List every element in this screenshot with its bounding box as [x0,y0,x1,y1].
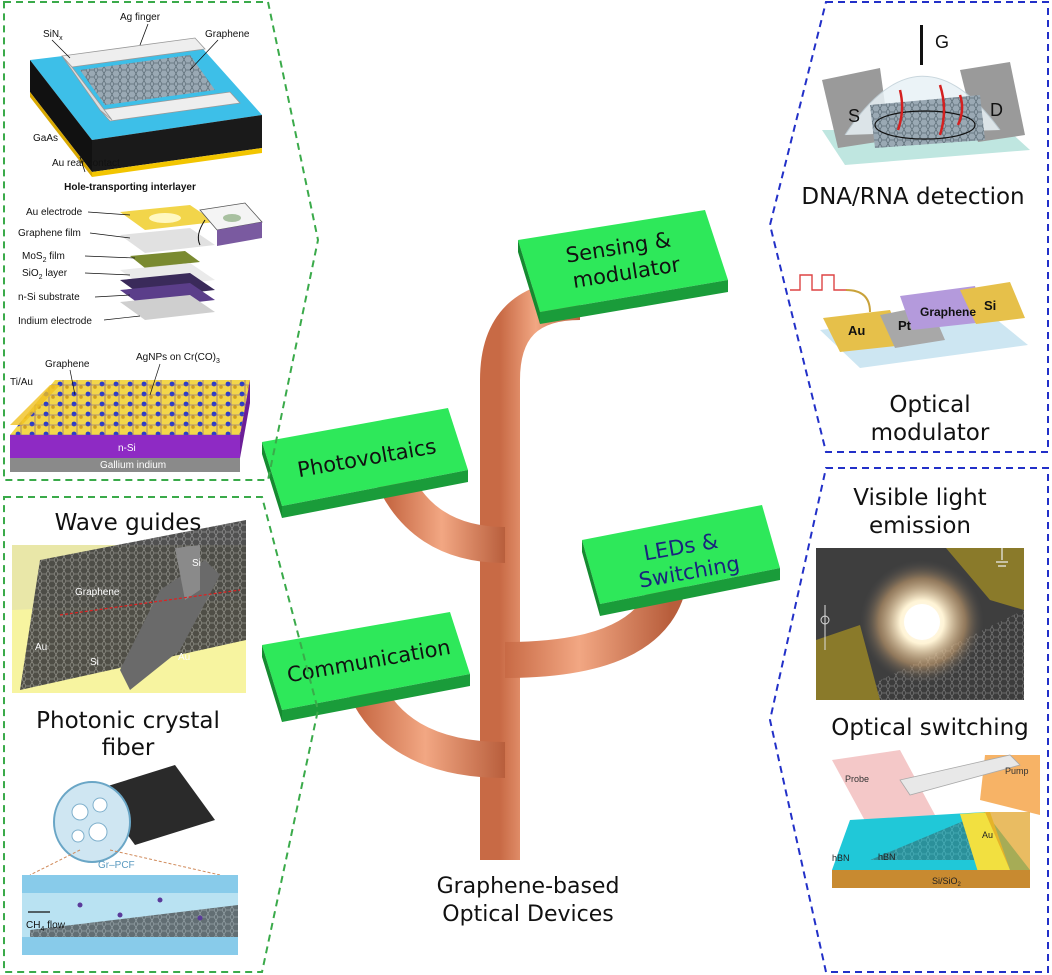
pcf-title-line1: Photonic crystal [36,708,220,734]
label-graphene-top: Graphene [205,29,250,40]
board-communication: Communication [262,612,470,722]
hole-title: Hole-transporting interlayer [64,182,196,193]
pcf-image [22,765,238,955]
switching-image [832,750,1040,888]
label-probe: Probe [845,774,869,784]
board-photovoltaics: Photovoltaics [262,408,468,518]
label-ag-finger: Ag finger [120,12,161,23]
label-source: S [848,106,860,126]
dna-title: DNA/RNA detection [801,184,1024,210]
label-au-electrode: Au electrode [26,207,83,218]
label-au-switch: Au [982,830,993,840]
light-emission-image [816,548,1024,700]
label-graphene-film: Graphene film [18,228,81,239]
wg-label-au-left: Au [35,642,47,653]
solar-cell-diagram [30,37,262,177]
modulator-image [790,274,1028,368]
stack-diagram [120,202,263,320]
label-mos2: MoS2 film [22,251,65,264]
label-sinx: SiNx [43,29,63,42]
label-pump: Pump [1005,766,1029,776]
wave-guides-title: Wave guides [55,510,202,536]
pcf-title-line2: fiber [102,735,155,761]
label-drain: D [990,100,1003,120]
label-ch4-flow: CH4 flow [26,920,66,933]
board-sensing: Sensing & modulator [518,210,728,324]
label-gate: G [935,32,949,52]
label-gr-pcf: Gr–PCF [98,860,135,871]
visible-light-line2: emission [869,513,971,539]
label-au-rear: Au rear contact [52,158,120,169]
optical-modulator-line2: modulator [871,420,990,446]
waveguide-image [12,520,246,693]
label-sio2: SiO2 layer [22,268,68,281]
label-gaas: GaAs [33,133,58,144]
label-substrate: Si/SiO2 [932,876,962,888]
mod-label-si: Si [984,298,996,313]
optical-modulator-line1: Optical [889,392,970,418]
panel-sensing: G S D DNA/RNA detection Au Pt Graphene S… [768,0,1049,453]
label-tiau: Ti/Au [10,377,33,388]
panel-leds: Visible light emission Optical switching… [768,467,1049,973]
label-gallium: Gallium indium [100,460,166,471]
wg-label-graphene: Graphene [75,587,120,598]
mod-label-au: Au [848,323,865,338]
wg-label-au-right: Au [178,652,190,663]
label-hbn-left: hBN [832,853,850,863]
panel-communication: Wave guides Si Graphene Au Si Au Photoni… [3,496,320,973]
label-nsi: n-Si [118,443,136,454]
panel-photovoltaics: SiNx Ag finger Graphene GaAs Au rear con… [3,1,320,481]
label-nsi-substrate: n-Si substrate [18,292,80,303]
main-title-line2: Optical Devices [442,902,613,927]
label-indium-electrode: Indium electrode [18,316,92,327]
mod-label-pt: Pt [898,318,912,333]
main-title-line1: Graphene-based [437,874,620,899]
label-agnps: AgNPs on Cr(CO)3 [136,352,220,365]
dna-sensor-image [822,25,1030,165]
wg-label-si-lower: Si [90,657,99,668]
optical-switching-title: Optical switching [831,715,1029,741]
agnp-diagram [10,380,250,472]
wg-label-si-top: Si [192,558,201,569]
mod-label-graphene: Graphene [920,305,976,319]
label-hbn-mid: hBN [878,852,896,862]
board-leds: LEDs & Switching [582,505,780,616]
label-graphene-agnp: Graphene [45,359,90,370]
visible-light-line1: Visible light [853,485,986,511]
